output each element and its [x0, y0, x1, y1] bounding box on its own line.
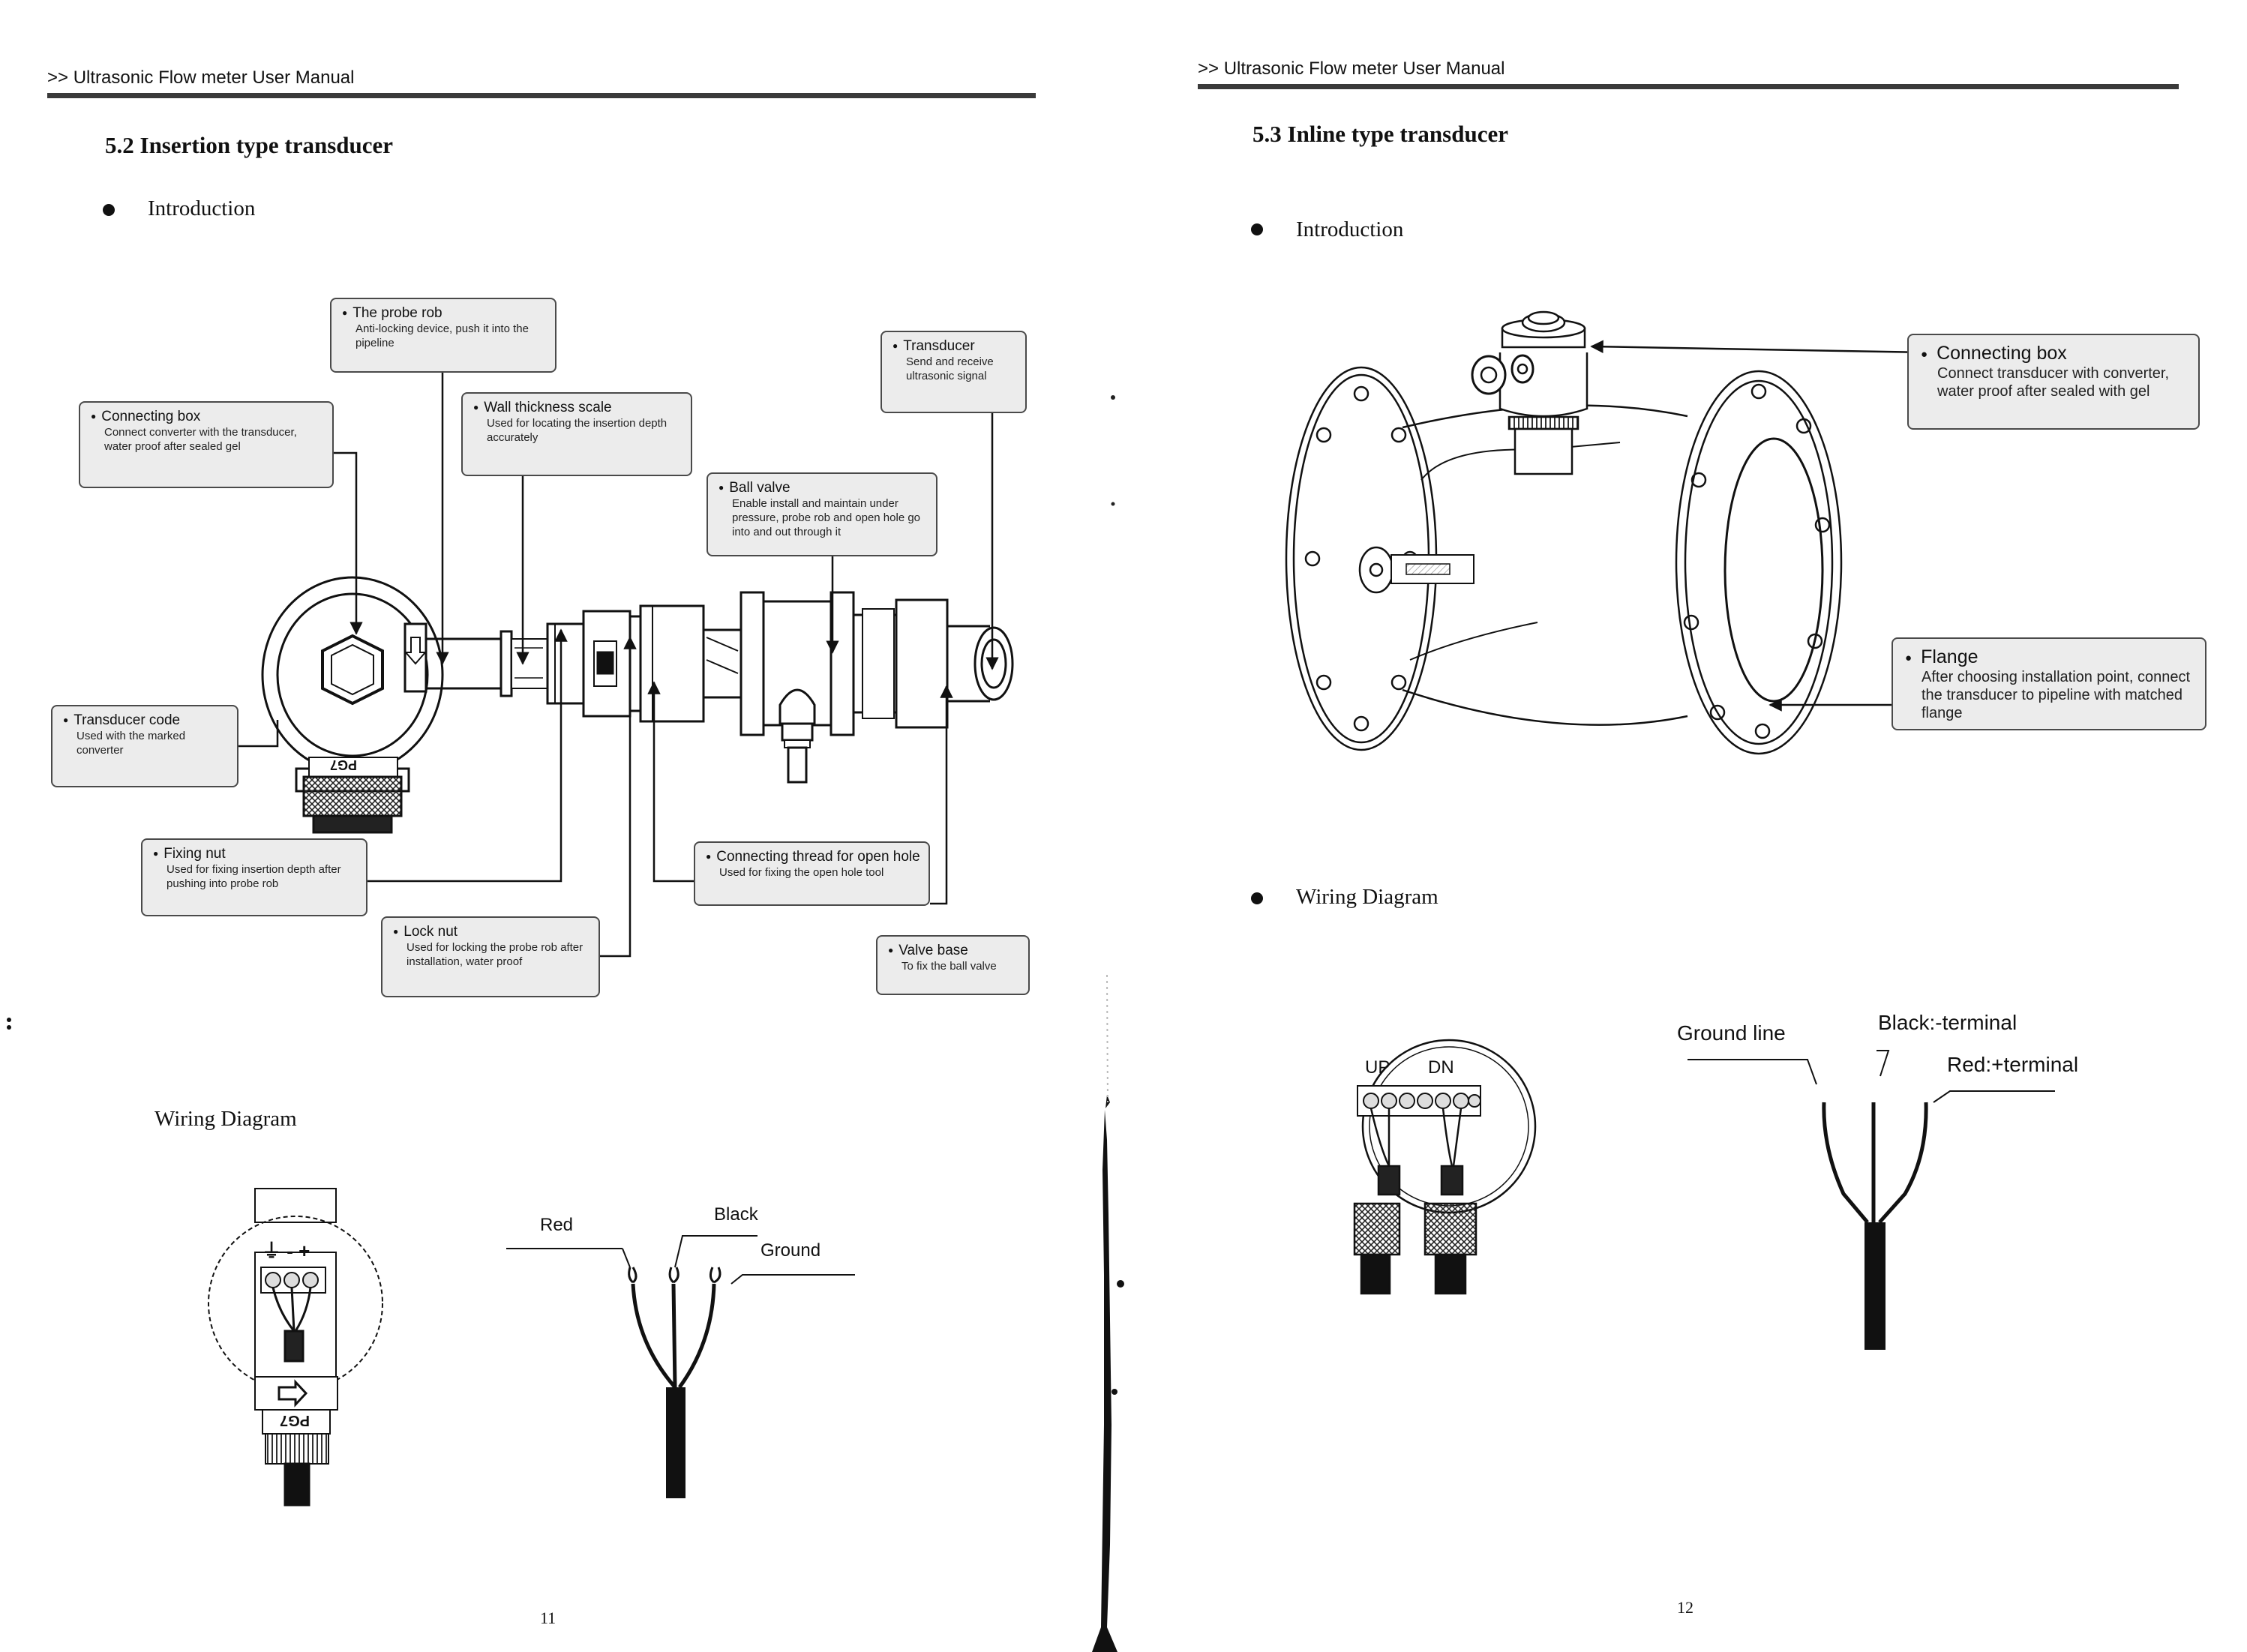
callout-transducer-code-title: Transducer code — [63, 712, 230, 729]
wire-label-red: Red — [540, 1215, 574, 1235]
left-intro-label: Introduction — [148, 196, 256, 220]
callout-inline-connecting-box-desc: Connect transducer with converter, water… — [1937, 365, 2170, 400]
right-intro-bullet — [1251, 223, 1263, 235]
left-terminal-symbols: ⏚ - + — [262, 1240, 310, 1262]
callout-ball-valve: Ball valve Enable install and maintain u… — [706, 472, 938, 556]
right-wiring-bullet — [1251, 892, 1263, 904]
callout-wall-thickness-scale: Wall thickness scale Used for locating t… — [461, 392, 692, 476]
right-intro-label: Introduction — [1296, 217, 1404, 241]
callout-connecting-box: Connecting box Connect converter with th… — [79, 401, 334, 488]
left-header-rule — [47, 93, 1036, 98]
callout-ball-valve-title: Ball valve — [718, 480, 928, 496]
callout-valve-base-title: Valve base — [888, 943, 1021, 959]
callout-fixing-nut-title: Fixing nut — [153, 846, 358, 862]
inline-wiring-housing — [1353, 1039, 1537, 1295]
left-page-number: 11 — [540, 1609, 556, 1627]
callout-fixing-nut-desc: Used for fixing insertion depth after pu… — [166, 863, 341, 890]
callout-connecting-box-desc: Connect converter with the transducer, w… — [104, 426, 297, 453]
callout-inline-connecting-box: Connecting box Connect transducer with c… — [1907, 334, 2200, 430]
callout-connecting-box-title: Connecting box — [91, 409, 325, 425]
callout-transducer-code: Transducer code Used with the marked con… — [51, 705, 238, 787]
left-gland-mark: PG7 — [280, 1412, 310, 1429]
left-wiring-title: Wiring Diagram — [154, 1107, 297, 1131]
terminal-label-dn: DN — [1428, 1057, 1454, 1078]
callout-connecting-thread-desc: Used for fixing the open hole tool — [719, 866, 884, 879]
right-section-title: 5.3 Inline type transducer — [1252, 121, 1508, 147]
right-page-header: >> Ultrasonic Flow meter User Manual — [1198, 58, 1505, 79]
callout-probe-rob-desc: Anti-locking device, push it into the pi… — [356, 322, 529, 349]
insertion-wire-bundle — [506, 1235, 855, 1498]
callout-flange-title: Flange — [1905, 646, 2198, 668]
callout-valve-base-desc: To fix the ball valve — [902, 960, 997, 973]
callout-transducer-code-desc: Used with the marked converter — [76, 730, 186, 757]
terminal-label-up: UP — [1365, 1057, 1390, 1078]
callout-lock-nut-desc: Used for locking the probe rob after ins… — [406, 941, 584, 968]
insertion-leader-lines — [238, 343, 999, 958]
callout-wall-thickness-desc: Used for locating the insertion depth ac… — [487, 417, 668, 444]
callout-probe-rob: The probe rob Anti-locking device, push … — [330, 298, 556, 373]
callout-fixing-nut: Fixing nut Used for fixing insertion dep… — [141, 838, 368, 916]
left-intro-bullet — [103, 204, 115, 216]
callout-probe-rob-title: The probe rob — [342, 305, 548, 322]
left-section-title: 5.2 Insertion type transducer — [105, 132, 394, 158]
callout-ball-valve-desc: Enable install and maintain under pressu… — [732, 497, 921, 538]
callout-wall-thickness-title: Wall thickness scale — [473, 400, 683, 416]
left-page-header: >> Ultrasonic Flow meter User Manual — [47, 67, 355, 88]
callout-connecting-thread-title: Connecting thread for open hole — [706, 849, 921, 865]
wire-label-black: Black — [714, 1204, 758, 1225]
insertion-wiring-housing — [208, 1188, 383, 1507]
callout-flange: Flange After choosing installation point… — [1892, 637, 2206, 730]
callout-valve-base: Valve base To fix the ball valve — [876, 935, 1030, 995]
wire-label-ground-line: Ground line — [1677, 1021, 1786, 1045]
right-page-number: 12 — [1677, 1598, 1694, 1617]
inline-wire-bundle — [1688, 1050, 2055, 1350]
left-code-mark: PG7 — [330, 757, 358, 772]
wire-label-black-terminal: Black:-terminal — [1878, 1011, 2018, 1034]
inline-meter-drawing — [1285, 310, 1843, 755]
page-gutter-binding — [7, 395, 1124, 1652]
callout-transducer: Transducer Send and receive ultrasonic s… — [880, 331, 1027, 413]
callout-transducer-title: Transducer — [892, 338, 1018, 355]
callout-connecting-thread: Connecting thread for open hole Used for… — [694, 841, 930, 906]
callout-lock-nut-title: Lock nut — [393, 924, 591, 940]
inline-leader-lines — [1590, 340, 1927, 712]
wire-label-red-terminal: Red:+terminal — [1947, 1053, 2079, 1076]
callout-lock-nut: Lock nut Used for locking the probe rob … — [381, 916, 600, 997]
insertion-transducer-drawing — [261, 576, 1014, 834]
callout-transducer-desc: Send and receive ultrasonic signal — [906, 355, 994, 382]
right-header-rule — [1198, 84, 2179, 89]
callout-flange-desc: After choosing installation point, conne… — [1922, 669, 2190, 721]
right-wiring-title: Wiring Diagram — [1296, 885, 1438, 909]
wire-label-ground: Ground — [760, 1240, 821, 1261]
callout-inline-connecting-box-title: Connecting box — [1921, 343, 2191, 364]
